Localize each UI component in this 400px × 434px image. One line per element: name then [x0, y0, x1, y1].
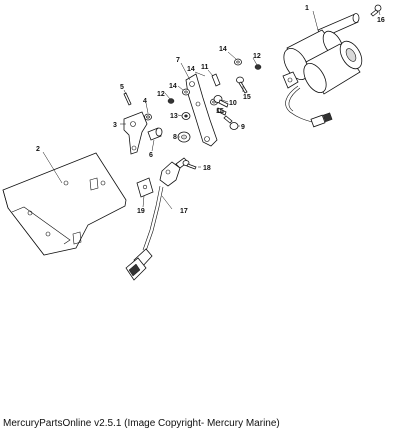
nut-12b[interactable]: [254, 64, 262, 70]
pin-5[interactable]: [123, 92, 132, 106]
callout-10: 10: [229, 100, 237, 107]
stud-11[interactable]: [211, 73, 221, 87]
callout-2: 2: [36, 146, 40, 153]
nut-12a[interactable]: [167, 98, 175, 104]
lever-7[interactable]: [185, 73, 218, 147]
leader-lines: [42, 10, 381, 210]
nut-13[interactable]: [181, 112, 191, 120]
callout-12-left: 12: [157, 91, 165, 98]
callout-19: 19: [137, 208, 145, 215]
actuator-motor[interactable]: [279, 13, 366, 128]
spacer-6[interactable]: [147, 127, 163, 141]
mounting-plate[interactable]: [2, 152, 127, 256]
screw-18[interactable]: [182, 160, 197, 170]
bushing-10[interactable]: [213, 95, 229, 108]
callout-16: 16: [377, 17, 385, 24]
bolt-15a[interactable]: [236, 76, 248, 94]
bushing-4[interactable]: [144, 113, 152, 121]
callout-15-lower: 15: [216, 108, 224, 115]
callout-14-left: 14: [169, 83, 177, 90]
callout-18: 18: [203, 165, 211, 172]
callout-labels: 1 2 3 4 5 6 7 8 9 10 11 12 12 13 14 14 1…: [36, 5, 385, 215]
sensor-17[interactable]: [125, 157, 189, 281]
washer-14c[interactable]: [234, 58, 242, 66]
callout-9: 9: [241, 124, 245, 131]
callout-14-top: 14: [219, 46, 227, 53]
clip-19[interactable]: [136, 177, 154, 198]
callout-6: 6: [149, 152, 153, 159]
callout-14-mid: 14: [187, 66, 195, 73]
callout-15-upper: 15: [243, 94, 251, 101]
washer-14a[interactable]: [182, 88, 190, 96]
callout-13: 13: [170, 113, 178, 120]
callout-3: 3: [113, 122, 117, 129]
callout-17: 17: [180, 208, 188, 215]
callout-7: 7: [176, 57, 180, 64]
bracket-3[interactable]: [123, 111, 148, 155]
callout-8: 8: [173, 134, 177, 141]
callout-12-top: 12: [253, 53, 261, 60]
screw-9[interactable]: [223, 115, 239, 130]
callout-4: 4: [143, 98, 147, 105]
callout-11: 11: [201, 64, 209, 71]
copyright-caption: MercuryPartsOnline v2.5.1 (Image Copyrig…: [3, 418, 280, 429]
callout-5: 5: [120, 84, 124, 91]
callout-1: 1: [305, 5, 309, 12]
parts-diagram: 1 2 3 4 5 6 7 8 9 10 11 12 12 13 14 14 1…: [2, 4, 385, 281]
screw-16[interactable]: [370, 4, 382, 17]
